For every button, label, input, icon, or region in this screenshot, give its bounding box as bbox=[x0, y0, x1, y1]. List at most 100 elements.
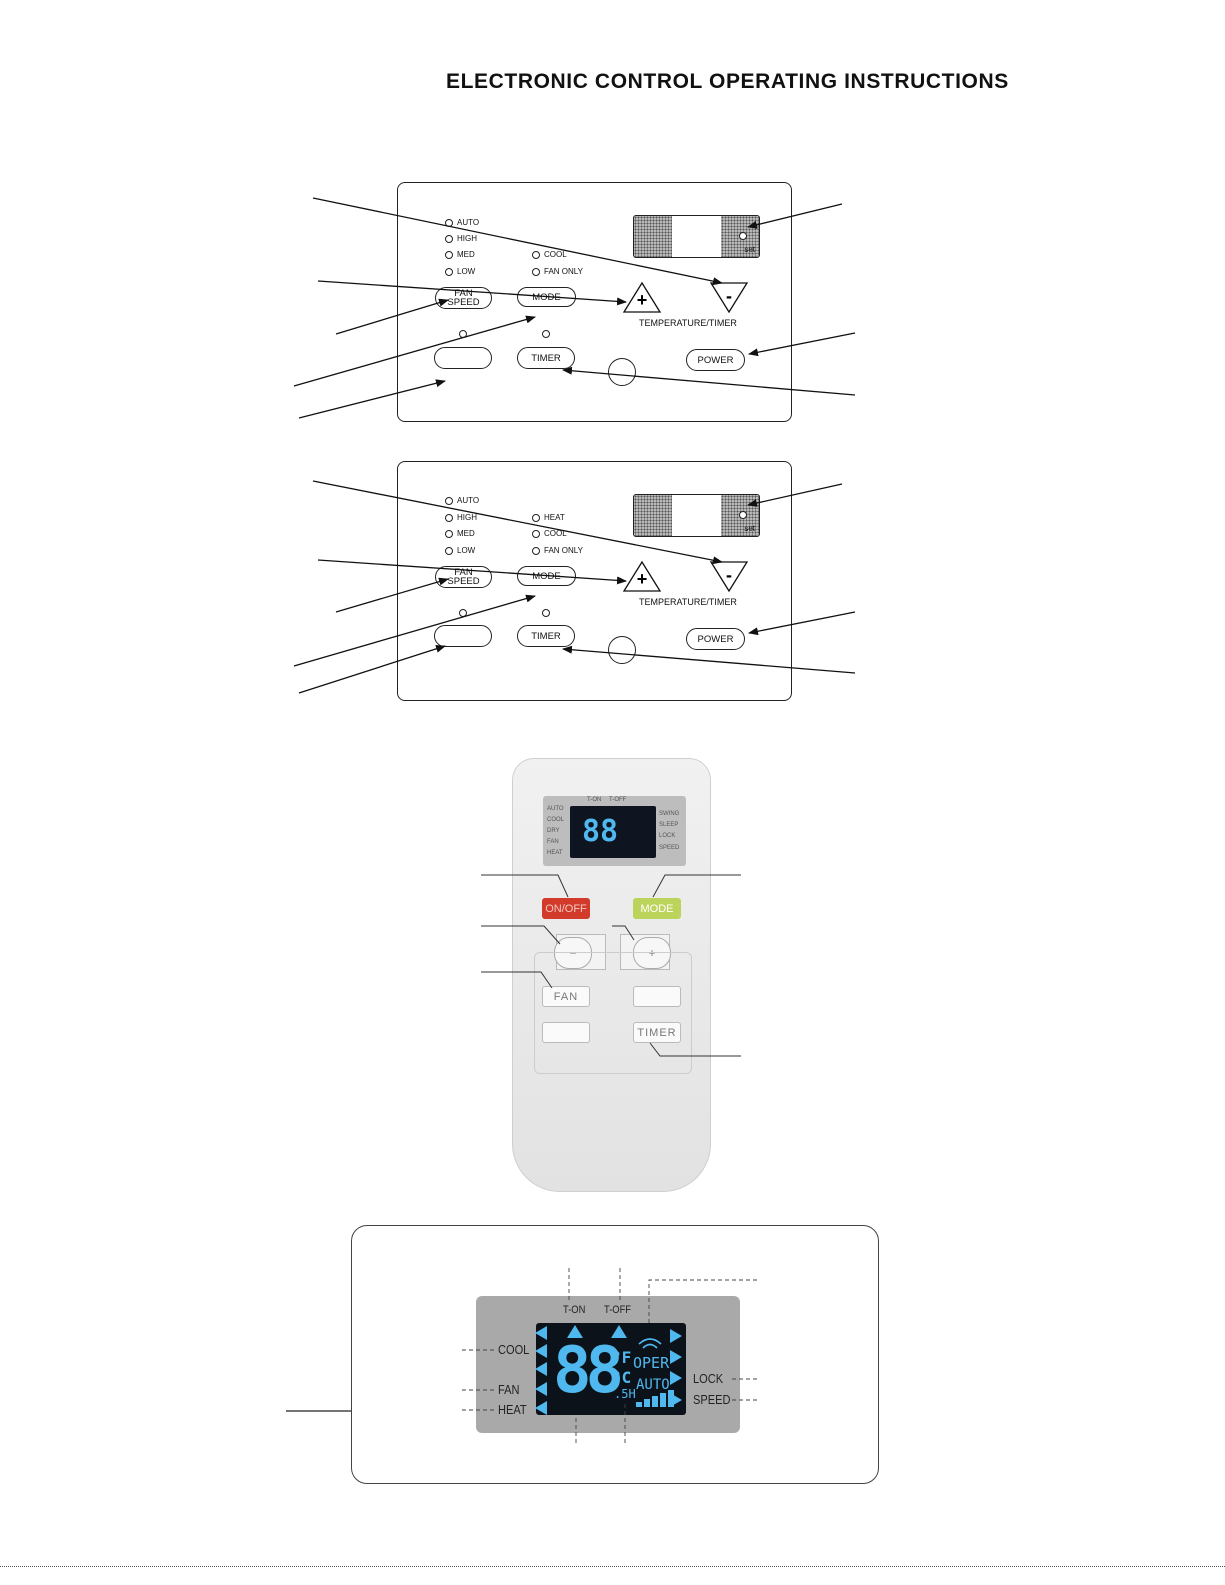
led-display: set bbox=[633, 494, 760, 537]
indicator-fan-only: FAN ONLY bbox=[532, 267, 583, 276]
lcd-label: FAN bbox=[547, 839, 559, 845]
lcd-label: HEAT bbox=[547, 850, 563, 856]
half-hour-label: .5H bbox=[614, 1387, 636, 1401]
indicator-light-icon bbox=[532, 513, 540, 522]
remote-receiver-icon bbox=[608, 636, 636, 664]
speed-bar-icon bbox=[652, 1396, 658, 1407]
lcd-label: SPEED bbox=[659, 845, 680, 851]
lcd-digits: 88 bbox=[582, 814, 619, 849]
fan-button[interactable]: FAN bbox=[542, 986, 590, 1007]
indicator-low: LOW bbox=[445, 546, 475, 555]
onoff-button[interactable]: ON/OFF bbox=[542, 898, 590, 919]
speed-bar-icon bbox=[668, 1390, 674, 1407]
indicator-fan-only: FAN ONLY bbox=[532, 546, 583, 555]
unlabeled-remote-button[interactable] bbox=[542, 1022, 590, 1043]
speed-bar-icon bbox=[636, 1402, 642, 1407]
mode-arrow-icon bbox=[535, 1362, 547, 1376]
lcd-label: LOCK bbox=[659, 833, 676, 839]
lcd-screen: 88 bbox=[570, 806, 656, 858]
speed-bar-icon bbox=[644, 1399, 650, 1407]
unlabeled-remote-button[interactable] bbox=[633, 986, 681, 1007]
temperature-timer-label: TEMPERATURE/TIMER bbox=[639, 597, 737, 607]
lcd-label: COOL bbox=[547, 817, 565, 823]
function-arrow-icon bbox=[670, 1329, 682, 1343]
set-label: set bbox=[744, 245, 755, 254]
auto-label: AUTO bbox=[636, 1377, 670, 1393]
lcd-label: AUTO bbox=[547, 806, 564, 812]
minus-triangle-button[interactable] bbox=[709, 282, 749, 314]
plus-triangle-button[interactable] bbox=[622, 281, 662, 313]
display-hatch bbox=[634, 216, 672, 257]
mode-arrow-icon bbox=[535, 1382, 547, 1396]
plus-symbol: + bbox=[637, 290, 648, 310]
indicator-light-icon bbox=[532, 250, 540, 259]
indicator-cool: COOL bbox=[532, 529, 567, 538]
page-bottom-rule bbox=[0, 1566, 1225, 1567]
minus-button[interactable]: − bbox=[554, 937, 592, 969]
cool-label: COOL bbox=[498, 1342, 530, 1357]
remote-timer-button[interactable]: TIMER bbox=[633, 1022, 681, 1043]
display-hatch bbox=[634, 495, 672, 536]
temperature-timer-label: TEMPERATURE/TIMER bbox=[639, 318, 737, 328]
led-icon bbox=[542, 609, 550, 617]
indicator-light-icon bbox=[445, 546, 453, 555]
lcd-label: SWING bbox=[659, 811, 680, 817]
indicator-light-icon bbox=[445, 513, 453, 522]
plus-button[interactable]: + bbox=[633, 937, 671, 969]
lcd-detail-box bbox=[351, 1225, 879, 1484]
indicator-light-icon bbox=[445, 267, 453, 276]
lcd-label: SLEEP bbox=[659, 822, 679, 828]
lcd-label: T-ON bbox=[587, 797, 602, 803]
unlabeled-button[interactable] bbox=[434, 625, 492, 647]
indicator-light-icon bbox=[532, 529, 540, 538]
speed-label: SPEED bbox=[693, 1392, 731, 1407]
t-off-arrow-icon bbox=[611, 1325, 627, 1338]
mode-arrow-icon bbox=[535, 1401, 547, 1415]
timer-button[interactable]: TIMER bbox=[517, 625, 575, 647]
indicator-light-icon bbox=[445, 234, 453, 243]
mode-arrow-icon bbox=[535, 1344, 547, 1358]
lcd-label: DRY bbox=[547, 828, 560, 834]
function-arrow-icon bbox=[670, 1371, 682, 1385]
timer-button[interactable]: TIMER bbox=[517, 347, 575, 369]
indicator-auto: AUTO bbox=[445, 496, 479, 505]
indicator-cool: COOL bbox=[532, 250, 567, 259]
fan-label: FAN bbox=[498, 1382, 520, 1397]
t-on-arrow-icon bbox=[567, 1325, 583, 1338]
lock-label: LOCK bbox=[693, 1371, 724, 1386]
control-panel-heat-model bbox=[397, 461, 792, 701]
function-arrow-icon bbox=[670, 1350, 682, 1364]
plus-symbol: + bbox=[637, 569, 648, 589]
set-indicator-icon bbox=[739, 511, 747, 519]
fahrenheit-icon: °F bbox=[612, 1348, 632, 1367]
remote-mode-button[interactable]: MODE bbox=[633, 898, 681, 919]
t-off-label: T-OFF bbox=[604, 1304, 632, 1316]
minus-triangle-button[interactable] bbox=[709, 561, 749, 593]
minus-symbol: - bbox=[726, 286, 732, 306]
indicator-light-icon bbox=[532, 546, 540, 555]
plus-triangle-button[interactable] bbox=[622, 560, 662, 592]
lcd-digits: 88 bbox=[553, 1334, 624, 1408]
minus-symbol: - bbox=[726, 565, 732, 585]
power-button[interactable]: POWER bbox=[686, 349, 745, 371]
power-button[interactable]: POWER bbox=[686, 628, 745, 650]
set-indicator-icon bbox=[739, 232, 747, 240]
t-on-label: T-ON bbox=[563, 1304, 586, 1316]
indicator-high: HIGH bbox=[445, 234, 477, 243]
set-label: set bbox=[744, 524, 755, 533]
control-panel-cool-model bbox=[397, 182, 792, 422]
oper-label: OPER bbox=[633, 1354, 670, 1372]
remote-receiver-icon bbox=[608, 358, 636, 386]
indicator-light-icon bbox=[445, 250, 453, 259]
celsius-icon: °C bbox=[612, 1368, 632, 1387]
unlabeled-button[interactable] bbox=[434, 347, 492, 369]
speed-bar-icon bbox=[660, 1393, 666, 1407]
indicator-med: MED bbox=[445, 250, 475, 259]
remote-key-frame bbox=[534, 952, 692, 1074]
indicator-light-icon bbox=[445, 496, 453, 505]
page-title: ELECTRONIC CONTROL OPERATING INSTRUCTION… bbox=[446, 70, 1009, 93]
